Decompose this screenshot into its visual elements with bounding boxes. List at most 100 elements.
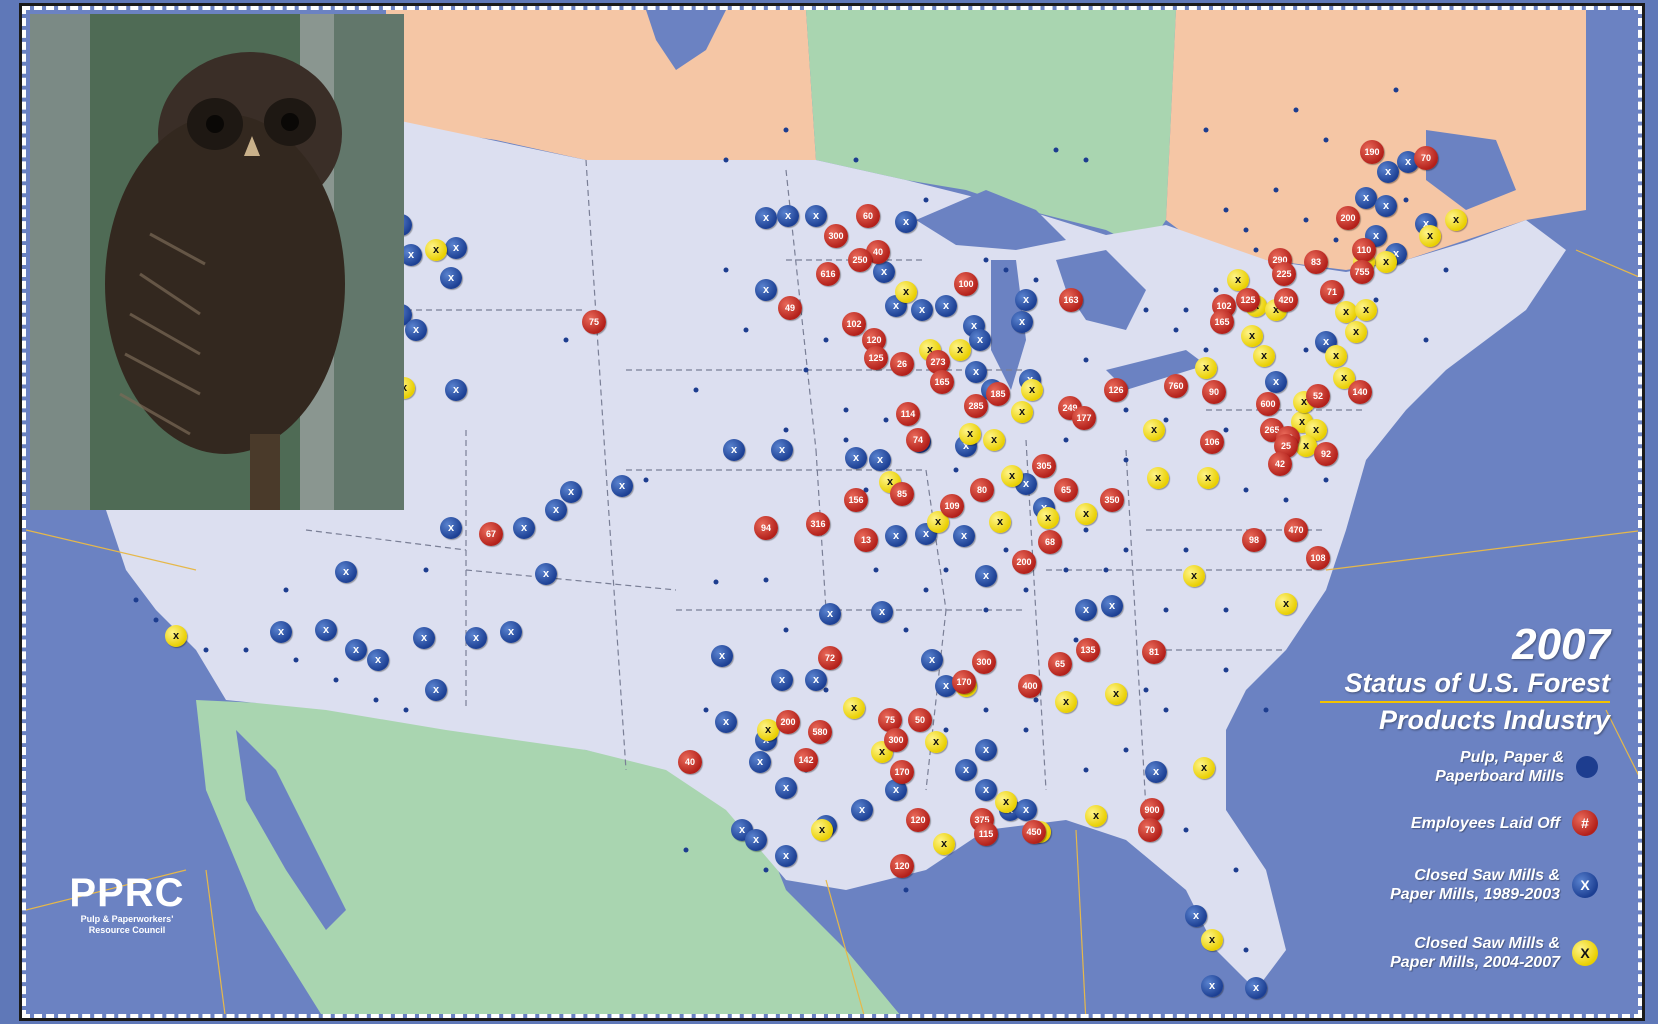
closed-mill-2004-2007-marker: x xyxy=(983,429,1005,451)
mill-dot xyxy=(423,567,429,573)
closed-mill-1989-2003-marker: x xyxy=(1185,905,1207,927)
layoff-marker: 142 xyxy=(794,748,818,772)
layoff-marker: 92 xyxy=(1314,442,1338,466)
closed-mill-2004-2007-marker: x xyxy=(895,281,917,303)
layoff-marker: 102 xyxy=(842,312,866,336)
mill-dot xyxy=(1293,107,1299,113)
closed-mill-1989-2003-marker: x xyxy=(873,261,895,283)
layoff-marker: 225 xyxy=(1272,262,1296,286)
mill-dot xyxy=(843,407,849,413)
canada-west-region xyxy=(386,10,816,180)
closed-mill-1989-2003-marker: x xyxy=(935,675,957,697)
mill-dot xyxy=(1273,187,1279,193)
mill-dot xyxy=(1063,437,1069,443)
canada-green-region xyxy=(806,10,1176,250)
mill-dot xyxy=(1443,267,1449,273)
closed-mill-2004-2007-marker: x xyxy=(425,239,447,261)
mill-dot xyxy=(903,887,909,893)
closed-mill-1989-2003-marker: x xyxy=(611,475,633,497)
closed-mill-1989-2003-marker: x xyxy=(895,211,917,233)
closed-mill-1989-2003-marker: x xyxy=(869,449,891,471)
mill-dot xyxy=(783,427,789,433)
layoff-marker: 13 xyxy=(854,528,878,552)
closed-mill-1989-2003-marker: x xyxy=(885,779,907,801)
layoff-marker: 106 xyxy=(1200,430,1224,454)
layoff-marker: 140 xyxy=(1348,380,1372,404)
lake-erie xyxy=(1106,350,1206,390)
layoff-marker: 305 xyxy=(1032,454,1056,478)
layoff-marker: 755 xyxy=(1350,260,1374,284)
mill-dot xyxy=(1063,567,1069,573)
closed-mill-1989-2003-marker: x xyxy=(953,525,975,547)
closed-mill-2004-2007-marker: x xyxy=(811,819,833,841)
layoff-marker: 94 xyxy=(754,516,778,540)
closed-mill-2004-2007-marker: x xyxy=(989,511,1011,533)
layoff-marker: 580 xyxy=(808,720,832,744)
mill-dot xyxy=(1303,347,1309,353)
mill-dot xyxy=(923,197,929,203)
mill-dot xyxy=(403,707,409,713)
closed-mill-2004-2007-marker: x xyxy=(1075,503,1097,525)
mill-dot xyxy=(1333,237,1339,243)
closed-mill-1989-2003-marker: x xyxy=(711,645,733,667)
layoff-marker: 200 xyxy=(776,710,800,734)
closed-mill-1989-2003-marker: x xyxy=(345,639,367,661)
mill-dot xyxy=(1223,207,1229,213)
closed-mill-2004-2007-marker: x xyxy=(843,697,865,719)
layoff-marker: 170 xyxy=(890,760,914,784)
mill-dot xyxy=(1083,767,1089,773)
mill-dot xyxy=(1143,307,1149,313)
mill-dot xyxy=(903,627,909,633)
closed-mill-1989-2003-marker: x xyxy=(400,244,422,266)
layoff-marker: 120 xyxy=(906,808,930,832)
title-line-2: Products Industry xyxy=(1378,705,1610,735)
blue-dot-icon xyxy=(1576,756,1598,778)
layoff-marker: 285 xyxy=(964,394,988,418)
closed-mill-1989-2003-marker: x xyxy=(805,669,827,691)
mill-dot xyxy=(1073,637,1079,643)
mill-dot xyxy=(823,337,829,343)
layoff-marker: 26 xyxy=(890,352,914,376)
mill-dot xyxy=(693,387,699,393)
layoff-marker: 65 xyxy=(1054,478,1078,502)
closed-mill-2004-2007-marker: x xyxy=(1375,251,1397,273)
closed-mill-1989-2003-marker: x xyxy=(335,561,357,583)
closed-mill-1989-2003-marker: x xyxy=(755,207,777,229)
layoff-marker: 177 xyxy=(1072,406,1096,430)
mill-dot xyxy=(863,487,869,493)
mill-dot xyxy=(1183,547,1189,553)
mill-dot xyxy=(1103,567,1109,573)
layoff-marker: 90 xyxy=(1202,380,1226,404)
layoff-marker: 200 xyxy=(1012,550,1036,574)
mill-dot xyxy=(1083,527,1089,533)
closed-mill-2004-2007-marker: x xyxy=(1105,683,1127,705)
layoff-marker: 71 xyxy=(1320,280,1344,304)
mill-dot xyxy=(1163,707,1169,713)
mill-dot xyxy=(1163,417,1169,423)
mill-dot xyxy=(1123,747,1129,753)
closed-mill-1989-2003-marker: x xyxy=(755,279,777,301)
mill-dot xyxy=(1023,587,1029,593)
closed-mill-1989-2003-marker: x xyxy=(771,439,793,461)
title-rule xyxy=(1320,701,1610,703)
closed-mill-2004-2007-marker: x xyxy=(1195,357,1217,379)
lake-superior xyxy=(916,190,1066,250)
closed-mill-1989-2003-marker: x xyxy=(911,299,933,321)
mill-dot xyxy=(1003,267,1009,273)
closed-mill-2004-2007-marker: x xyxy=(1147,467,1169,489)
layoff-marker: 200 xyxy=(1336,206,1360,230)
closed-mill-1989-2003-marker: x xyxy=(955,759,977,781)
mill-dot xyxy=(983,257,989,263)
closed-mill-1989-2003-marker: x xyxy=(1201,975,1223,997)
mill-dot xyxy=(1423,337,1429,343)
legend-item-layoffs: Employees Laid Off # xyxy=(1411,810,1598,836)
closed-mill-1989-2003-marker: x xyxy=(1015,799,1037,821)
layoff-marker: 65 xyxy=(1048,652,1072,676)
closed-mill-2004-2007-marker: x xyxy=(933,833,955,855)
closed-mill-1989-2003-marker: x xyxy=(771,669,793,691)
closed-mill-2004-2007-marker: x xyxy=(757,719,779,741)
closed-mill-2004-2007-marker: x xyxy=(1193,757,1215,779)
closed-mill-1989-2003-marker: x xyxy=(513,517,535,539)
layoff-marker: 60 xyxy=(856,204,880,228)
mill-dot xyxy=(953,467,959,473)
